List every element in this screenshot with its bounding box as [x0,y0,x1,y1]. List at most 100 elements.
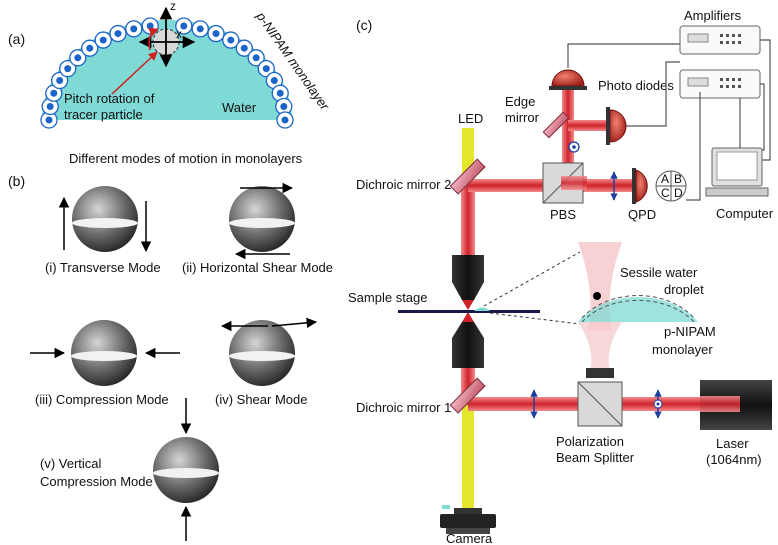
signal-wires [567,39,771,201]
polarization-dot-center [656,402,660,406]
particle-monolayer [40,17,294,129]
led-label: LED [458,111,483,126]
photodiode-side-dome [609,109,627,143]
laser-aperture [700,396,740,412]
zoom-line-bottom [489,312,581,325]
monolayer-particle-core [196,25,204,33]
laser-source [700,380,772,430]
monolayer-particle-core [280,102,288,110]
axis-x-label: x [176,27,182,41]
monolayer-particle-core [227,36,235,44]
modes-heading: Different modes of motion in monolayers [69,151,303,166]
photodiode-top-base [549,86,587,90]
panel-c-label: (c) [356,17,372,33]
amplifier-bottom-display [687,77,709,87]
dichroic2-label: Dichroic mirror 2 [356,177,451,192]
panel-c: (c) LED Dichroic mirror 2 Dichroic mirro… [348,8,774,545]
objective-top [452,255,484,300]
monolayer-particle-core [50,89,58,97]
mode2-label: (ii) Horizontal Shear Mode [182,260,333,275]
qpd-a: A [661,172,669,186]
computer-label: Computer [716,206,774,221]
laser-beam-vertical-upper [461,184,475,256]
pnipam-label-line2: monolayer [652,342,713,357]
qpd-detector: A B C D [632,168,687,204]
zoom-droplet-body [578,296,698,322]
mode-transverse: (i) Transverse Mode [45,186,161,275]
objective-bottom [452,322,484,368]
polarization-beam-splitter [577,368,623,427]
zoom-line-top [483,251,581,307]
mode4-label: (iv) Shear Mode [215,392,307,407]
mode3-label: (iii) Compression Mode [35,392,169,407]
arrow-right-icon [271,317,318,329]
monolayer-particle-core [252,54,260,62]
pitch-pointer-arrow [111,51,158,95]
panel-b-label: (b) [8,173,25,189]
polarization-dot-center [572,145,576,149]
pnipam-label-line1: p-NIPAM [664,324,716,339]
focus-beam-bottom [462,312,474,322]
qpd-label: QPD [628,207,656,222]
dichroic-mirror-2 [449,158,486,195]
pbs-label: PBS [550,207,576,222]
monolayer-particle-core [56,77,64,85]
monolayer-particle-core [86,44,94,52]
sphere-band [153,468,219,478]
mode5-label-line2: Compression Mode [40,474,153,489]
qpd-dome [635,169,648,203]
zoom-beam-cone-lower [578,322,622,372]
sphere-band [229,218,295,228]
monolayer-particle-core [64,65,72,73]
sphere-band [72,218,138,228]
dichroic-mirror-1 [449,377,486,414]
pitch-label-line2: tracer particle [64,107,143,122]
camera-body [440,514,496,528]
monolayer-particle-core [212,30,220,38]
laser-beam-to-top-diode [562,88,574,118]
camera-icon [440,505,496,534]
laser-beam-to-side-diode [568,120,608,131]
monolayer-particle-core [240,44,248,52]
mode5-label-line1: (v) Vertical [40,456,102,471]
zoom-monolayer-dashed [581,294,695,319]
camera-indicator [442,505,450,509]
computer-icon [705,147,769,197]
edge-mirror [542,111,570,139]
qpd-c: C [661,186,670,200]
sessile-label-line1: Sessile water [620,265,698,280]
panel-a: (a) z x p-NIPAM monolayer Pitch rotation… [8,0,333,129]
zoom-beam-cone [578,242,622,330]
monolayer-particle-core [99,36,107,44]
amplifier-bottom [679,69,761,99]
pbs2-diagonal [577,381,623,427]
sample-stage-label: Sample stage [348,290,428,305]
panel-a-label: (a) [8,31,25,47]
monolayer-particle-core [114,30,122,38]
laser-label-line2: (1064nm) [706,452,762,467]
water-label: Water [222,100,257,115]
amplifier-top-display [687,33,709,43]
axis-z-label: z [170,0,176,13]
polarization-label-line2: Beam Splitter [556,450,635,465]
camera-lens [454,508,482,514]
photodiode-top-dome [551,69,585,87]
zoomed-droplet [578,242,698,372]
monolayer-particle-core [146,22,154,30]
mode1-label: (i) Transverse Mode [45,260,161,275]
edge-mirror-label-line1: Edge [505,94,535,109]
focus-beam-top [462,300,474,310]
pitch-rotation-arrow [148,27,159,51]
amplifier-top [679,25,761,55]
monolayer-particle-core [270,77,278,85]
pbs2-mount [586,368,614,378]
sample-stage-plate [398,310,540,313]
monolayer-particle-core [262,65,270,73]
laser-label-line1: Laser [716,436,749,451]
monolayer-particle-core [74,54,82,62]
zoom-tracer-particle [593,292,601,300]
edge-mirror-label-line2: mirror [505,110,540,125]
sphere-band [229,351,295,361]
qpd-base [632,168,636,204]
monolayer-particle-core [45,116,53,124]
